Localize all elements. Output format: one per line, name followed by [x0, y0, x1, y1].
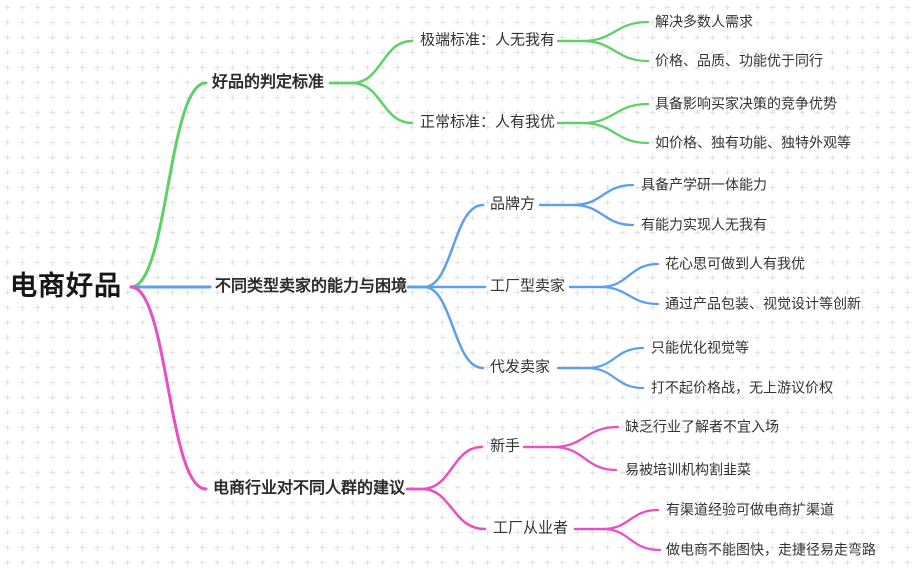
node-branch2[interactable]: 不同类型卖家的能力与困境 [215, 278, 408, 295]
node-branch3-child2[interactable]: 工厂从业者 [493, 519, 569, 537]
node-branch3-child2-leaf1[interactable]: 有渠道经验可做电商扩渠道 [666, 501, 834, 518]
edge-branch3-child2-leaf2 [573, 527, 662, 552]
node-branch1-child1-leaf1[interactable]: 解决多数人需求 [655, 13, 753, 30]
node-branch3-child1[interactable]: 新手 [490, 437, 521, 455]
node-branch1-child2[interactable]: 正常标准：人有我优 [420, 113, 556, 131]
edge-root-branch1 [129, 81, 208, 289]
edge-branch2-child1-leaf2 [538, 203, 635, 227]
node-branch3-child1-leaf2[interactable]: 易被培训机构割韭菜 [625, 461, 751, 478]
edge-branch1-child1-leaf2 [556, 39, 650, 63]
edge-branch3-child1-leaf2 [522, 445, 618, 472]
node-branch2-child2-leaf1[interactable]: 花心思可做到人有我优 [665, 255, 805, 272]
edge-branch1-child2 [328, 81, 414, 125]
node-branch2-child3[interactable]: 代发卖家 [490, 358, 551, 376]
node-branch2-child3-leaf2[interactable]: 打不起价格战，无上游议价权 [651, 379, 833, 396]
node-branch2-child2[interactable]: 工厂型卖家 [490, 277, 566, 295]
node-branch1-child2-leaf2[interactable]: 如价格、独有功能、独特外观等 [655, 134, 851, 151]
edge-branch3-child2 [405, 487, 487, 531]
node-branch3-child1-leaf1[interactable]: 缺乏行业了解者不宜入场 [625, 418, 779, 435]
edge-branch2-child2-leaf2 [568, 285, 660, 306]
node-branch2-child1[interactable]: 品牌方 [490, 195, 536, 213]
edge-branch1-child2-leaf2 [556, 121, 650, 145]
node-branch2-child1-leaf1[interactable]: 具备产学研一体能力 [641, 176, 767, 193]
node-branch1-child1-leaf2[interactable]: 价格、品质、功能优于同行 [655, 52, 823, 69]
node-branch2-child2-leaf2[interactable]: 通过产品包装、视觉设计等创新 [665, 295, 861, 312]
edge-root-branch3 [129, 285, 208, 491]
edge-branch2-child3-leaf2 [556, 366, 645, 390]
node-branch1-child1[interactable]: 极端标准：人无我有 [420, 31, 556, 49]
node-branch2-child3-leaf1[interactable]: 只能优化视觉等 [651, 339, 749, 356]
node-branch3[interactable]: 电商行业对不同人群的建议 [213, 480, 406, 497]
node-branch3-child2-leaf2[interactable]: 做电商不能图快，走捷径易走弯路 [666, 541, 876, 558]
node-branch1[interactable]: 好品的判定标准 [212, 74, 325, 91]
node-branch2-child1-leaf2[interactable]: 有能力实现人无我有 [641, 216, 767, 233]
edge-branch2-child3 [406, 285, 485, 370]
node-branch1-child2-leaf1[interactable]: 具备影响买家决策的竞争优势 [655, 95, 837, 112]
node-root[interactable]: 电商好品 [10, 271, 122, 302]
